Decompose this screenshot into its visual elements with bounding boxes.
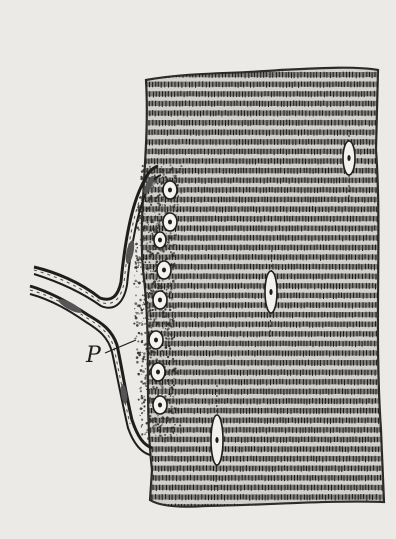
sole-nucleus (163, 181, 177, 199)
sole-nucleus (157, 261, 171, 279)
sole-nucleus (153, 291, 167, 309)
sole-nucleus (149, 331, 163, 349)
sole-nucleus (153, 396, 167, 414)
sole-nucleus (163, 213, 177, 231)
sole-nucleus (151, 363, 165, 381)
sole-nucleus (154, 232, 166, 248)
label-p: P (85, 343, 102, 368)
